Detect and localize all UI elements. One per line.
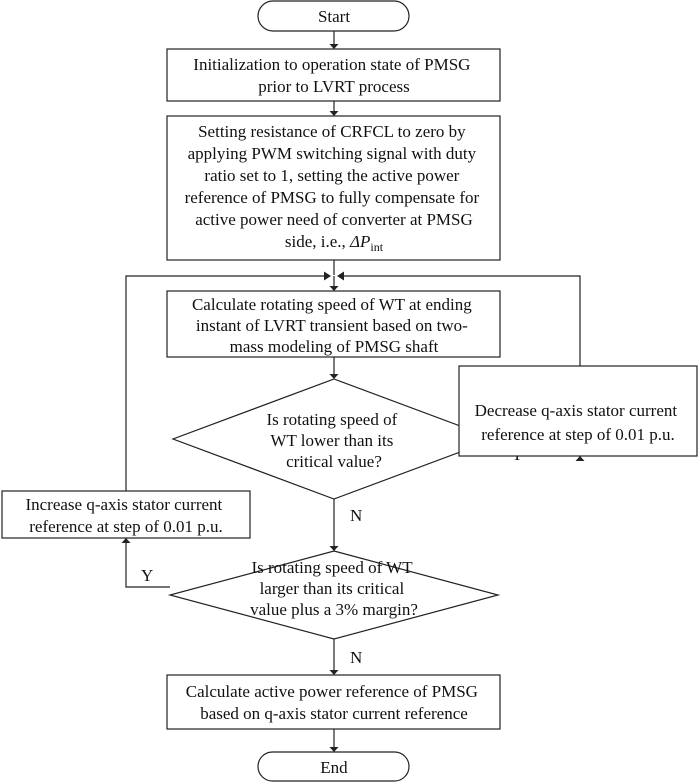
decrease-line-1: Decrease q-axis stator current [475,401,678,420]
calc-power-line-1: Calculate active power reference of PMSG [186,682,478,701]
svg-text:Calculate active power referen: Calculate active power reference of PMSG… [186,682,482,723]
init-box [166,48,501,102]
setting-line-3: ratio set to 1, setting the active power [204,166,459,185]
svg-text:Is rotating speed of WT: Is rotating speed of WT lower than its c… [266,410,401,471]
calc-power-line-2: based on q-axis stator current reference [200,704,468,723]
calc-speed-line-2: instant of LVRT transient based on two- [196,316,468,335]
setting-box [166,115,501,261]
decision-larger-line-3: value plus a 3% margin? [250,600,418,619]
increase-node: Increase q-axis stator current reference… [1,490,251,539]
calc-speed-box [166,290,501,358]
merge-arrow-right [337,271,344,281]
svg-text:side, i.e., ΔPint: side, i.e., ΔPint [285,232,384,254]
decision-lower-line-1: Is rotating speed of [266,410,397,429]
svg-text:Calculate rotating speed of WT: Calculate rotating speed of WT at ending… [192,295,476,356]
decision-lower-node: Is rotating speed of WT lower than its c… [171,378,523,525]
calc-power-node: Calculate active power reference of PMSG… [166,674,501,730]
delta-p-symbol: ΔP [349,232,370,251]
init-line-1: Initialization to operation state of PMS… [193,55,470,74]
decision-larger-no-label: N [350,648,362,667]
calc-power-box [166,674,501,730]
svg-text:Increase q-axis stator current: Increase q-axis stator current reference… [25,495,226,536]
edge-larger-yes [125,541,170,588]
end-label: End [320,758,348,777]
decrease-line-2: reference at step of 0.01 p.u. [481,425,675,444]
decision-lower-no-label: N [350,506,362,525]
edge-decrease-loop [344,275,581,366]
calc-speed-line-3: mass modeling of PMSG shaft [230,337,439,356]
calc-speed-line-1: Calculate rotating speed of WT at ending [192,295,472,314]
init-node: Initialization to operation state of PMS… [166,48,501,102]
start-node: Start [257,0,410,32]
decision-larger-yes-label: Y [141,566,153,585]
increase-box [1,490,251,539]
merge-arrow-left [324,271,331,281]
svg-text:Start: Start [318,7,350,26]
delta-p-subscript: int [370,240,383,254]
svg-text:Initialization to operation st: Initialization to operation state of PMS… [193,55,474,96]
init-line-2: prior to LVRT process [258,77,410,96]
setting-node: Setting resistance of CRFCL to zero by a… [166,115,501,261]
start-terminator [257,0,410,32]
end-terminator [257,751,410,782]
decision-lower-line-2: WT lower than its [270,431,393,450]
decision-larger-node: Is rotating speed of WT larger than its … [141,550,501,667]
decision-lower-line-3: critical value? [286,452,382,471]
setting-line-1: Setting resistance of CRFCL to zero by [198,122,466,141]
svg-text:End: End [320,758,348,777]
decrease-node: Decrease q-axis stator current reference… [458,365,698,457]
decrease-box [458,365,698,457]
decision-larger-diamond [167,550,501,640]
calc-speed-node: Calculate rotating speed of WT at ending… [166,290,501,358]
setting-line-5: active power need of converter at PMSG [195,210,473,229]
decision-larger-line-1: Is rotating speed of WT [251,558,413,577]
setting-line-4: reference of PMSG to fully compensate fo… [185,188,480,207]
decision-larger-line-2: larger than its critical [260,579,405,598]
setting-line-6-prefix: side, i.e., [285,232,350,251]
svg-text:Is rotating speed of WT: Is rotating speed of WT larger than its … [250,558,418,619]
edge-increase-loop [125,275,324,491]
end-node: End [257,751,410,782]
decision-lower-diamond [171,378,497,500]
increase-line-2: reference at step of 0.01 p.u. [29,517,223,536]
svg-text:Setting resistance of CRFCL to: Setting resistance of CRFCL to zero by a… [185,122,484,229]
svg-text:Decrease q-axis stator current: Decrease q-axis stator current reference… [475,401,682,444]
start-label: Start [318,7,350,26]
setting-line-2: applying PWM switching signal with duty [188,144,477,163]
increase-line-1: Increase q-axis stator current [25,495,222,514]
